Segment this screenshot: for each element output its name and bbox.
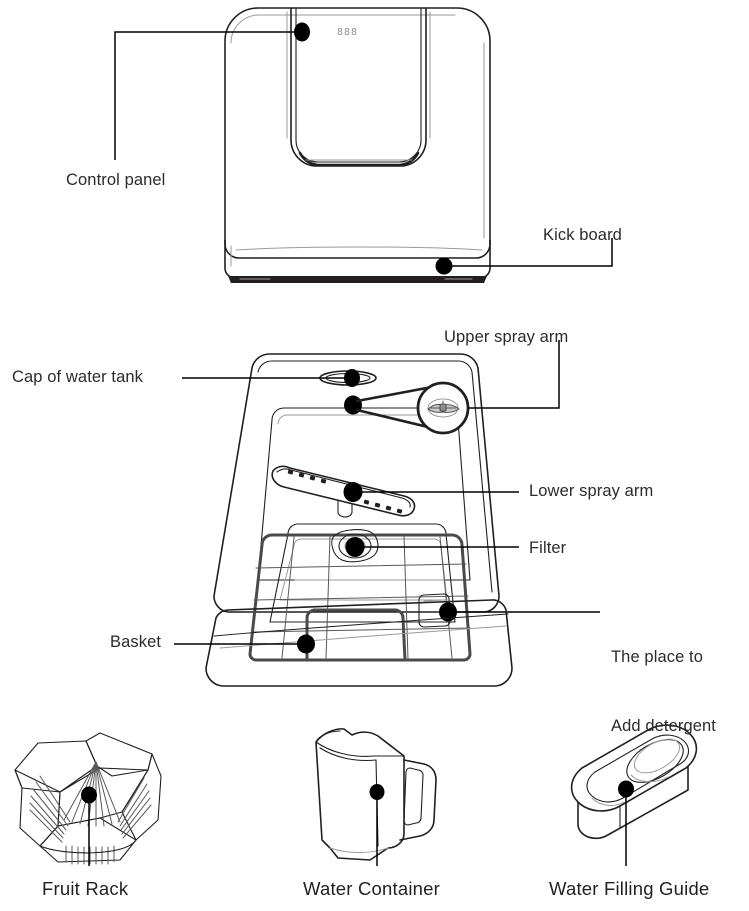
basket-and-tub <box>248 523 472 662</box>
upper-spray-arm-detail <box>427 398 460 418</box>
label-water-filling-guide: Water Filling Guide <box>549 878 710 899</box>
lower-spray-arm <box>271 465 416 518</box>
label-fruit-rack: Fruit Rack <box>42 878 129 899</box>
magnifier-cone-upper <box>355 385 434 403</box>
label-cap-of-water-tank: Cap of water tank <box>12 368 144 386</box>
label-filter: Filter <box>529 539 567 557</box>
label-lower-spray-arm: Lower spray arm <box>529 482 654 500</box>
label-basket: Basket <box>110 633 162 651</box>
label-upper-spray-arm: Upper spray arm <box>444 328 569 346</box>
water-container-illustration <box>315 728 437 866</box>
label-control-panel: Control panel <box>66 171 166 189</box>
label-kick-board: Kick board <box>543 226 622 244</box>
leader-upper-spray-arm <box>468 340 560 409</box>
open-door-appliance <box>174 340 600 687</box>
leader-control-panel <box>114 31 302 160</box>
magnifier-cone-lower <box>355 408 434 430</box>
fruit-rack-illustration <box>14 732 162 866</box>
label-add-detergent: The place to Add detergent <box>611 600 716 784</box>
water-filling-guide-illustration <box>570 724 698 866</box>
label-add-detergent-line2: Add detergent <box>611 717 716 735</box>
label-add-detergent-line1: The place to <box>611 648 704 666</box>
front-view-appliance <box>114 7 613 283</box>
display-readout: 888 <box>337 27 359 38</box>
label-water-container: Water Container <box>303 878 441 899</box>
basket-handle <box>305 608 407 662</box>
basket-outer-frame <box>248 533 472 662</box>
leader-kick-board <box>444 238 613 267</box>
